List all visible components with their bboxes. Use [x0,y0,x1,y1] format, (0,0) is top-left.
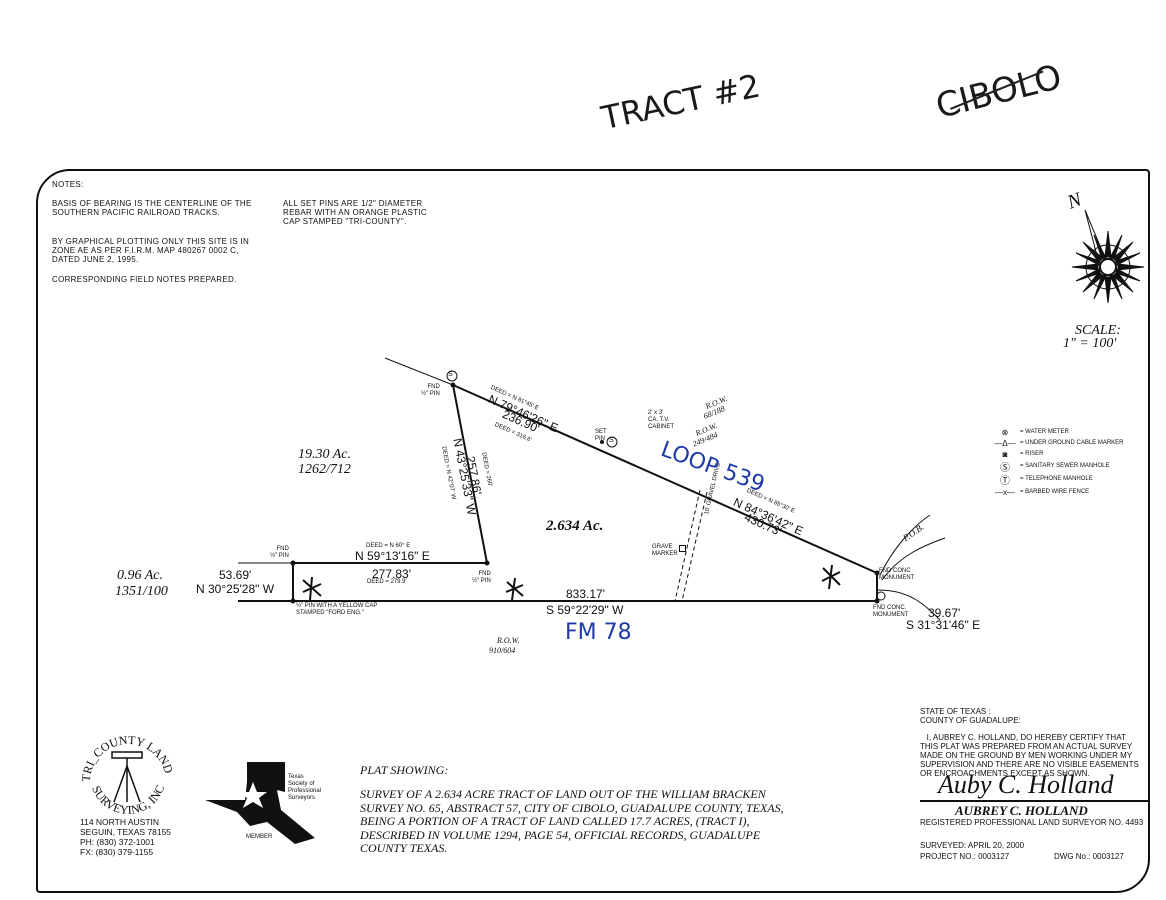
cert-statement: I, AUBREY C. HOLLAND, DO HEREBY CERTIFY … [920,733,1139,778]
company-address: 114 NORTH AUSTIN SEGUIN, TEXAS 78155 PH:… [80,817,172,857]
deed-distance: DEED = 279.9' [367,579,407,585]
surveyor-signature: Auby C. Holland [938,770,1114,799]
yellow-cap-pin-label: ½" PIN WITH A YELLOW CAP STAMPED "FORD E… [296,603,378,616]
surveyor-registration: REGISTERED PROFESSIONAL LAND SURVEYOR NO… [920,818,1144,827]
society-member-label: MEMBER [246,834,273,840]
grave-marker-icon [679,545,686,552]
legend-label: = TELEPHONE MANHOLE [1020,476,1093,482]
north-arrow-compass-icon [1071,209,1145,304]
legend-label: = WATER METER [1020,429,1069,435]
drawing-number: DWG No.: 0003127 [1054,852,1124,861]
deed-bearing: DEED = N 60° E [366,543,411,549]
svg-text:SURVEYING, INC: SURVEYING, INC [89,783,167,817]
line-distance: 53.69' [219,568,252,582]
line-distance: 277.83' [372,567,411,581]
line-bearing: S 31°31'46" E [906,618,981,632]
notes-heading: NOTES: [52,180,84,189]
cable-marker-icon: —ᐃ— [994,439,1016,448]
scale-value: 1" = 100' [1063,336,1117,351]
sewer-manhole-icon: S [448,371,453,378]
survey-date: SURVEYED: APRIL 20, 2000 [920,841,1025,850]
legend-label: = BARBED WIRE FENCE [1020,489,1090,495]
adjacent-west-ref: 1351/100 [115,584,168,599]
signature-line [920,800,1148,802]
grave-marker-label: GRAVE MARKER [652,544,678,557]
note-flood-zone: BY GRAPHICAL PLOTTING ONLY THIS SITE IS … [52,237,250,264]
description-heading: PLAT SHOWING: [360,763,449,777]
adjacent-west-area: 0.96 Ac. [117,568,164,583]
fnd-conc-monument-label: FND CONC MONUMENT [879,568,915,581]
sewer-manhole-icon: Ⓢ [1000,463,1010,474]
water-meter-icon: ⊗ [1001,428,1009,437]
company-arc-bottom: SURVEYING, INC [89,783,167,817]
project-number: PROJECT NO.: 0003127 [920,852,1010,861]
barbed-wire-icon: —x— [995,488,1015,497]
line-distance: 833.17' [566,587,605,601]
tract-area: 2.634 Ac. [546,518,604,534]
legend-label: = UNDER GROUND CABLE MARKER [1020,440,1124,446]
legend: ⊗ = WATER METER —ᐃ— = UNDER GROUND CABLE M… [990,427,1124,499]
riser-icon: ◙ [1002,450,1008,459]
sewer-manhole-icon: S [609,437,614,444]
adjacent-north-ref: 1262/712 [298,462,351,477]
note-basis-of-bearing: BASIS OF BEARING IS THE CENTERLINE OF TH… [52,199,252,217]
line-distance: 39.67' [928,606,961,620]
fnd-pin-label: FND ½" PIN [270,546,289,559]
row-ref: 910/604 [489,646,516,655]
legend-label: = RISER [1020,451,1044,457]
surveyor-name: AUBREY C. HOLLAND [955,803,1088,818]
cert-state-county: STATE OF TEXAS : COUNTY OF GUADALUPE: [920,707,1021,725]
fnd-pin-label: FND ½" PIN [472,571,491,584]
legend-label: = SANITARY SEWER MANHOLE [1020,463,1110,469]
description-body: SURVEY OF A 2.634 ACRE TRACT OF LAND OUT… [360,787,784,855]
texas-society-logo-icon [205,762,315,844]
line-bearing: S 59°22'29" W [546,603,624,617]
set-pin-label: SET PIN [595,429,607,442]
line-bearing: N 59°13'16" E [355,549,430,563]
note-field-notes: CORRESPONDING FIELD NOTES PREPARED. [52,275,237,284]
society-name: Texas Society of Professional Surveyors [288,774,322,801]
scale-label: SCALE: [1075,323,1121,338]
handwritten-fm-label: FM 78 [565,620,632,645]
adjacent-north-area: 19.30 Ac. [298,447,352,462]
fnd-pin-label: FND ½" PIN [421,384,440,397]
note-set-pins: ALL SET PINS ARE 1/2" DIAMETER REBAR WIT… [283,199,427,226]
row-label: R.O.W. [497,636,520,645]
drawing-border [36,169,1150,893]
line-bearing: N 30°25'28" W [196,582,275,596]
tv-cabinet-label: 2' x 3' CA. T.V. CABINET [648,410,675,430]
fnd-conc-monument-label: FND CONC. MONUMENT [873,605,909,618]
company-logo-icon: TRI_COUNTY LAND SURVEYING, INC [79,733,176,817]
telephone-manhole-icon: Ⓣ [1000,476,1010,487]
